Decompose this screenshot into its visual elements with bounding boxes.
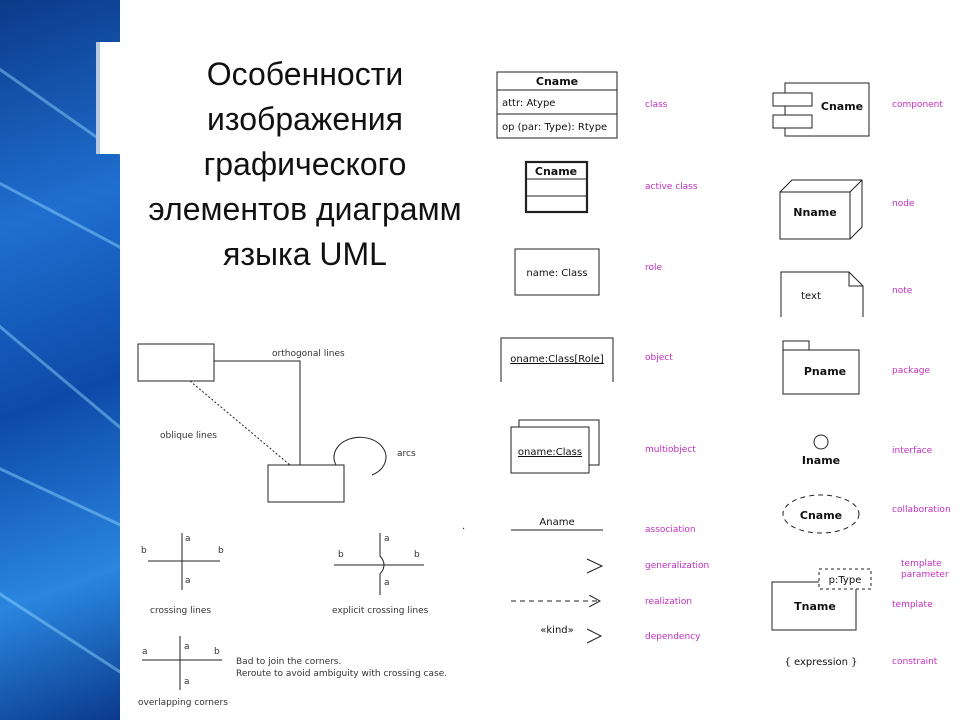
overlapping-corners-example: a a a b overlapping corners Bad to join … bbox=[138, 636, 447, 708]
explicit-a-bottom: a bbox=[384, 578, 390, 588]
template-name: Tname bbox=[794, 600, 836, 613]
title-line: Особенности bbox=[206, 56, 404, 92]
title-line: графического bbox=[203, 146, 407, 182]
oblique-lines-label: oblique lines bbox=[160, 431, 217, 441]
label-note: note bbox=[892, 286, 913, 296]
label-template: template bbox=[892, 600, 933, 610]
active-class-name: Cname bbox=[535, 165, 577, 178]
slide-title: Особенности изображения графического эле… bbox=[120, 52, 490, 277]
crossing-lines-example: a a b b crossing lines bbox=[141, 533, 224, 616]
explicit-a-top: a bbox=[384, 534, 390, 544]
label-role: role bbox=[645, 263, 663, 273]
note-text: text bbox=[801, 291, 821, 302]
label-interface: interface bbox=[892, 446, 933, 456]
component-name: Cname bbox=[821, 100, 863, 113]
title-line: элементов диаграмм bbox=[148, 191, 462, 227]
class-attribute: attr: Atype bbox=[502, 98, 555, 109]
label-generalization: generalization bbox=[645, 561, 709, 571]
dependency-stereotype: «kind» bbox=[540, 625, 574, 636]
collaboration-symbol: Cname bbox=[782, 494, 860, 534]
crossing-b-left: b bbox=[141, 546, 147, 556]
overlap-note-2: Reroute to avoid ambiguity with crossing… bbox=[236, 669, 447, 679]
interface-symbol: Iname bbox=[802, 434, 840, 467]
crossing-lines-label: crossing lines bbox=[150, 606, 211, 616]
component-symbol: Cname bbox=[772, 82, 870, 137]
class-symbol: Cname attr: Atype op (par: Type): Rtype bbox=[496, 71, 618, 139]
label-multiobject: multiobject bbox=[645, 445, 696, 455]
collaboration-name: Cname bbox=[800, 509, 842, 522]
crossing-a-top: a bbox=[185, 534, 191, 544]
label-constraint: constraint bbox=[892, 657, 938, 667]
label-dependency: dependency bbox=[645, 632, 701, 642]
generalization-symbol bbox=[586, 558, 604, 574]
multiobject-symbol: oname:Class bbox=[510, 419, 600, 474]
overlap-a-left: a bbox=[142, 647, 148, 657]
class-name: Cname bbox=[536, 75, 578, 88]
overlap-b-right: b bbox=[214, 647, 220, 657]
package-symbol: Pname bbox=[782, 340, 860, 395]
overlapping-corners-label: overlapping corners bbox=[138, 698, 228, 708]
label-collaboration: collaboration bbox=[892, 505, 951, 515]
explicit-crossing-label: explicit crossing lines bbox=[332, 606, 429, 616]
dependency-symbol: «kind» bbox=[540, 625, 603, 644]
label-template-parameter-2: parameter bbox=[901, 570, 949, 580]
title-line: изображения bbox=[207, 101, 403, 137]
label-object: object bbox=[645, 353, 673, 363]
title-tab bbox=[96, 42, 124, 154]
label-active-class: active class bbox=[645, 182, 698, 192]
association-symbol: Aname bbox=[511, 517, 603, 531]
constraint-expression: { expression } bbox=[784, 657, 857, 668]
label-class: class bbox=[645, 100, 668, 110]
crossing-b-right: b bbox=[218, 546, 224, 556]
crossing-a-bottom: a bbox=[185, 576, 191, 586]
orthogonal-lines-label: orthogonal lines bbox=[272, 349, 345, 359]
explicit-b-right: b bbox=[414, 550, 420, 560]
label-component: component bbox=[892, 100, 943, 110]
overlap-note-1: Bad to join the corners. bbox=[236, 657, 341, 667]
role-name: name: Class bbox=[526, 268, 587, 279]
label-realization: realization bbox=[645, 597, 692, 607]
template-parameter: p:Type bbox=[829, 575, 862, 586]
note-symbol: text bbox=[780, 271, 864, 317]
title-line: языка UML bbox=[223, 236, 387, 272]
label-package: package bbox=[892, 366, 930, 376]
explicit-b-left: b bbox=[338, 550, 344, 560]
multiobject-name: oname:Class bbox=[518, 447, 582, 458]
arcs-label: arcs bbox=[397, 449, 416, 459]
label-association: association bbox=[645, 525, 696, 535]
object-name: oname:Class[Role] bbox=[510, 354, 604, 365]
class-operation: op (par: Type): Rtype bbox=[502, 122, 607, 133]
interface-name: Iname bbox=[802, 454, 840, 467]
active-class-symbol: Cname bbox=[524, 160, 589, 214]
stray-dot: . bbox=[462, 521, 465, 532]
template-symbol: p:Type Tname bbox=[771, 568, 872, 631]
label-template-parameter-1: template bbox=[901, 559, 942, 569]
line-styles-example: orthogonal lines oblique lines arcs bbox=[137, 343, 416, 503]
association-name: Aname bbox=[539, 517, 574, 528]
overlap-a-bottom: a bbox=[184, 677, 190, 687]
label-node: node bbox=[892, 199, 915, 209]
object-symbol: oname:Class[Role] bbox=[500, 337, 614, 382]
overlap-a-top: a bbox=[184, 642, 190, 652]
explicit-crossing-example: a a b b explicit crossing lines bbox=[332, 533, 429, 616]
package-name: Pname bbox=[804, 365, 846, 378]
role-symbol: name: Class bbox=[514, 248, 600, 296]
node-symbol: Nname bbox=[779, 179, 863, 240]
node-name: Nname bbox=[793, 206, 836, 219]
